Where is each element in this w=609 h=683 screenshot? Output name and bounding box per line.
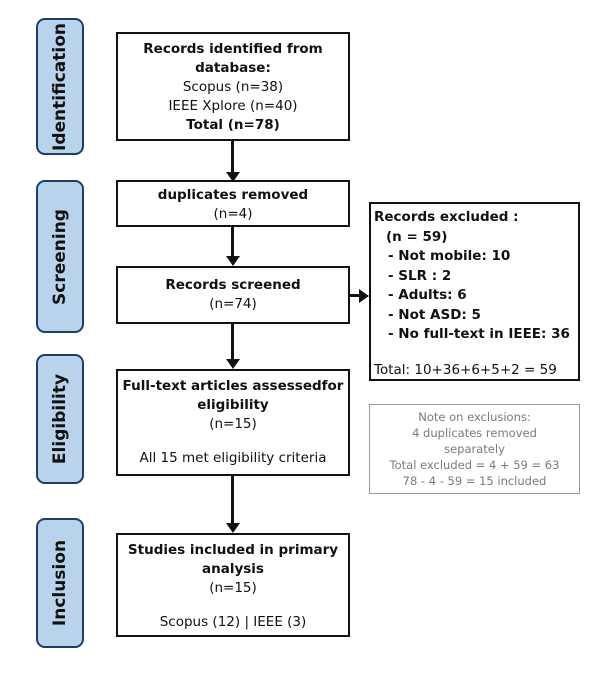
note-line: 4 duplicates removed (412, 426, 537, 440)
stage-screening-label: Screening (50, 208, 70, 305)
duplicates-count: (n=4) (213, 206, 253, 222)
fulltext-title-1: Full-text articles assessedfor (122, 378, 344, 394)
arrow-fulltext-to-included (225, 476, 240, 533)
studies-included-box: Studies included in primary analysis (n=… (116, 533, 350, 637)
note-line: Total excluded = 4 + 59 = 63 (389, 458, 560, 472)
excluded-total: Total: 10+36+6+5+2 = 59 (374, 361, 557, 378)
identified-ieee: IEEE Xplore (n=40) (168, 98, 298, 114)
stage-inclusion-label: Inclusion (50, 539, 70, 627)
duplicates-removed-box: duplicates removed (n=4) (116, 180, 350, 227)
included-sources: Scopus (12) | IEEE (3) (159, 614, 307, 630)
arrow-screened-to-fulltext (225, 324, 240, 369)
screened-title: Records screened (165, 277, 301, 293)
fulltext-assessed-box: Full-text articles assessedfor eligibili… (116, 369, 350, 476)
records-identified-box: Records identified from database: Scopus… (116, 32, 350, 141)
note-line: Note on exclusions: (418, 410, 531, 424)
excluded-item: - SLR : 2 (388, 267, 452, 284)
note-line: separately (444, 442, 505, 456)
exclusions-note-box: Note on exclusions: 4 duplicates removed… (369, 404, 580, 494)
identified-total: Total (n=78) (186, 117, 280, 133)
stage-eligibility-label: Eligibility (50, 373, 70, 465)
excluded-title: Records excluded : (374, 209, 519, 225)
arrow-duplicates-to-screened (225, 227, 240, 266)
screened-count: (n=74) (209, 296, 257, 312)
fulltext-eligibility-note: All 15 met eligibility criteria (139, 450, 327, 466)
identified-scopus: Scopus (n=38) (182, 79, 284, 95)
excluded-item: - No full-text in IEEE: 36 (388, 326, 570, 342)
identified-title-2: database: (195, 60, 271, 76)
stage-identification: Identification (36, 18, 84, 155)
excluded-item: - Not mobile: 10 (388, 248, 511, 264)
fulltext-title-2: eligibility (197, 397, 269, 413)
fulltext-count: (n=15) (209, 416, 257, 432)
stage-screening: Screening (36, 180, 84, 333)
identified-title-1: Records identified from (143, 41, 323, 57)
records-screened-box: Records screened (n=74) (116, 266, 350, 324)
duplicates-title: duplicates removed (157, 187, 309, 203)
included-title-1: Studies included in primary (127, 542, 339, 558)
included-count: (n=15) (209, 580, 257, 596)
note-line: 78 - 4 - 59 = 15 included (402, 474, 547, 488)
stage-inclusion: Inclusion (36, 518, 84, 648)
records-excluded-box: Records excluded : (n = 59) - Not mobile… (369, 202, 580, 381)
excluded-count: (n = 59) (386, 228, 448, 245)
excluded-item: - Adults: 6 (388, 287, 467, 303)
included-title-2: analysis (202, 561, 264, 577)
arrow-identified-to-duplicates (225, 141, 240, 182)
stage-identification-label: Identification (50, 22, 70, 151)
stage-eligibility: Eligibility (36, 354, 84, 484)
excluded-item: - Not ASD: 5 (388, 306, 481, 323)
arrow-screened-to-excluded (349, 288, 369, 303)
